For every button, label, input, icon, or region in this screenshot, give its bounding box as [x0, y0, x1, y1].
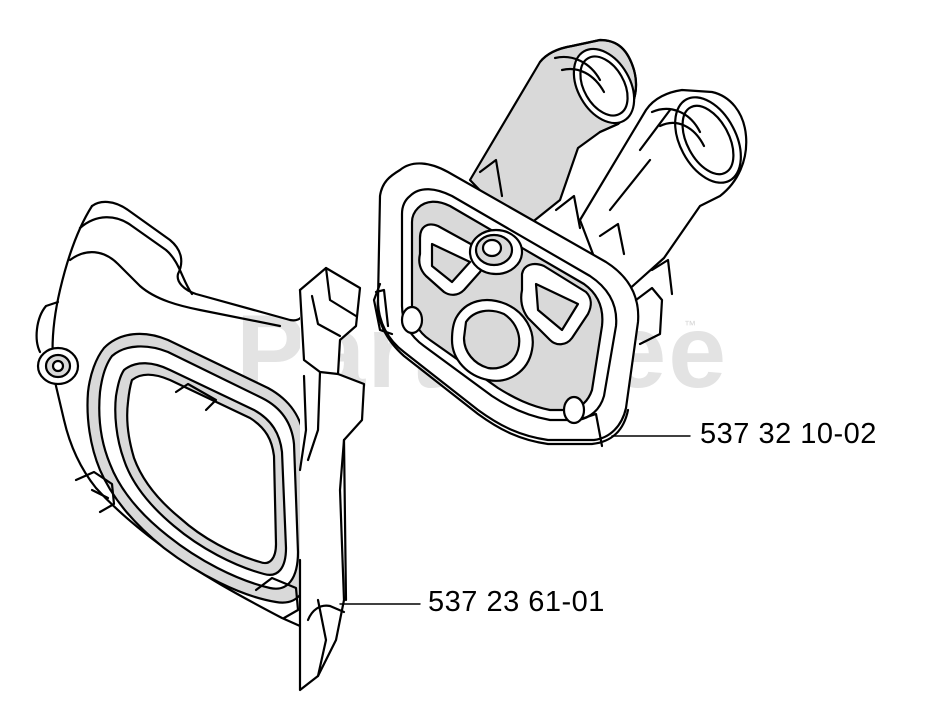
part-number-label-cover[interactable]: 537 23 61-01 — [428, 586, 605, 618]
cylinder-cover-part — [35, 200, 366, 692]
leader-lines — [339, 435, 691, 605]
intake-manifold-part — [372, 38, 748, 448]
part-number-label-manifold[interactable]: 537 32 10-02 — [700, 418, 877, 450]
trademark-symbol: ™ — [684, 318, 696, 332]
